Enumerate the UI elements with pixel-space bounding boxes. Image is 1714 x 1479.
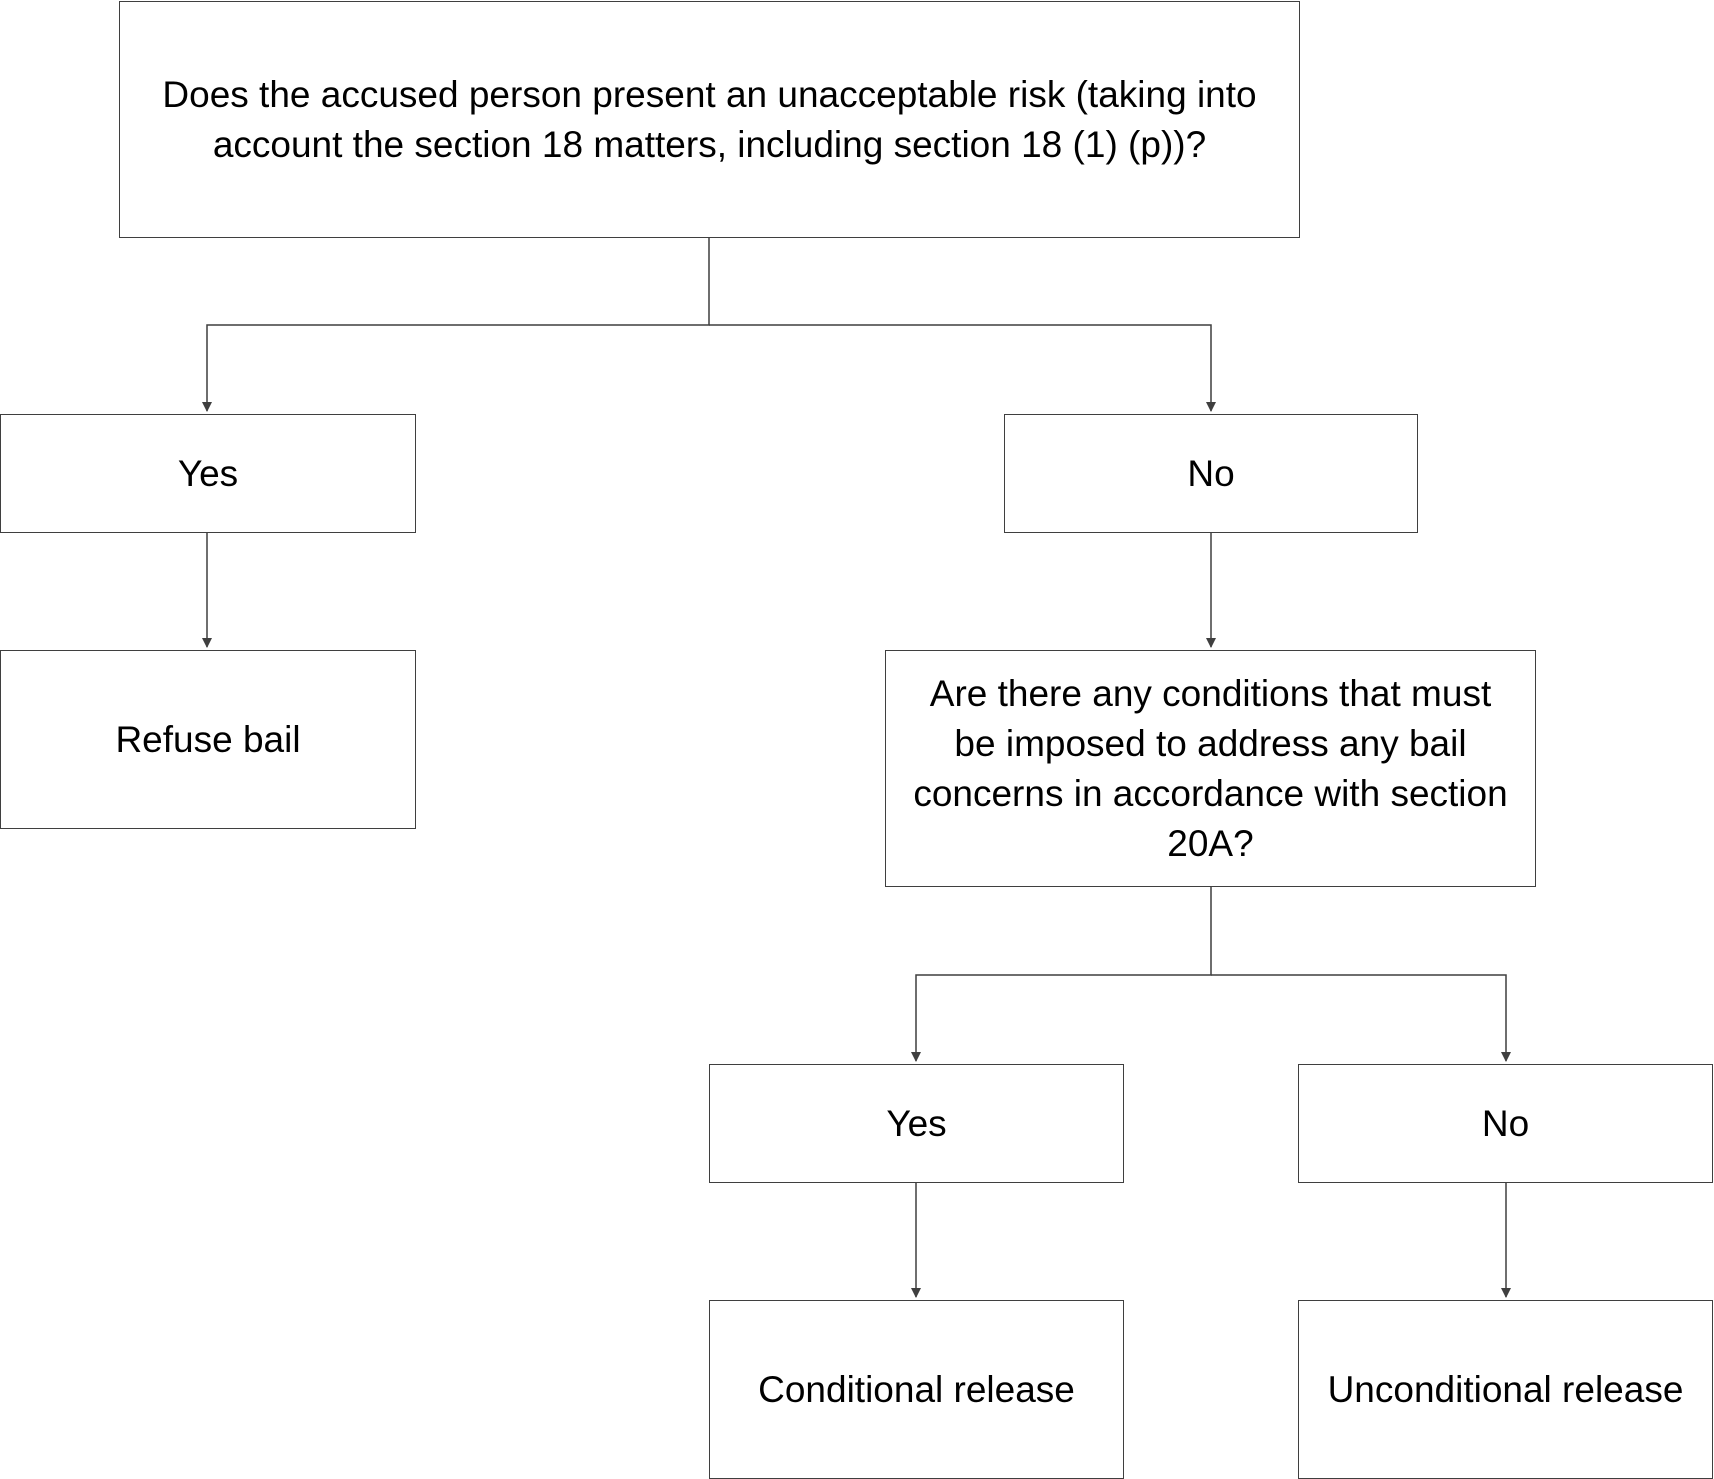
connector-question2-to-no2 bbox=[1211, 974, 1511, 1062]
connector-question-to-yes1 bbox=[202, 238, 710, 412]
conditional-release-text: Conditional release bbox=[758, 1368, 1075, 1410]
unconditional-release-text: Unconditional release bbox=[1327, 1368, 1684, 1410]
question-conditions-box: Are there any conditions that must be im… bbox=[885, 650, 1536, 887]
conditions-yes-text: Yes bbox=[886, 1102, 947, 1144]
conditions-no-text: No bbox=[1481, 1102, 1530, 1144]
answer-no-box: No bbox=[1004, 414, 1418, 533]
question-risk-text: Does the accused person present an unacc… bbox=[162, 73, 1257, 165]
question-risk-box: Does the accused person present an unacc… bbox=[119, 1, 1300, 238]
answer-no-text: No bbox=[1187, 452, 1235, 494]
unconditional-release-box: Unconditional release bbox=[1298, 1300, 1713, 1479]
refuse-bail-box: Refuse bail bbox=[0, 650, 416, 829]
conditional-release-box: Conditional release bbox=[709, 1300, 1124, 1479]
answer-yes-box: Yes bbox=[0, 414, 416, 533]
connector-question2-to-yes2 bbox=[911, 887, 1212, 1062]
connector-question-to-no1 bbox=[709, 324, 1216, 412]
answer-yes-text: Yes bbox=[177, 452, 239, 494]
question-conditions-text: Are there any conditions that must be im… bbox=[913, 672, 1508, 864]
conditions-yes-box: Yes bbox=[709, 1064, 1124, 1183]
conditions-no-box: No bbox=[1298, 1064, 1713, 1183]
refuse-bail-text: Refuse bail bbox=[115, 718, 301, 760]
